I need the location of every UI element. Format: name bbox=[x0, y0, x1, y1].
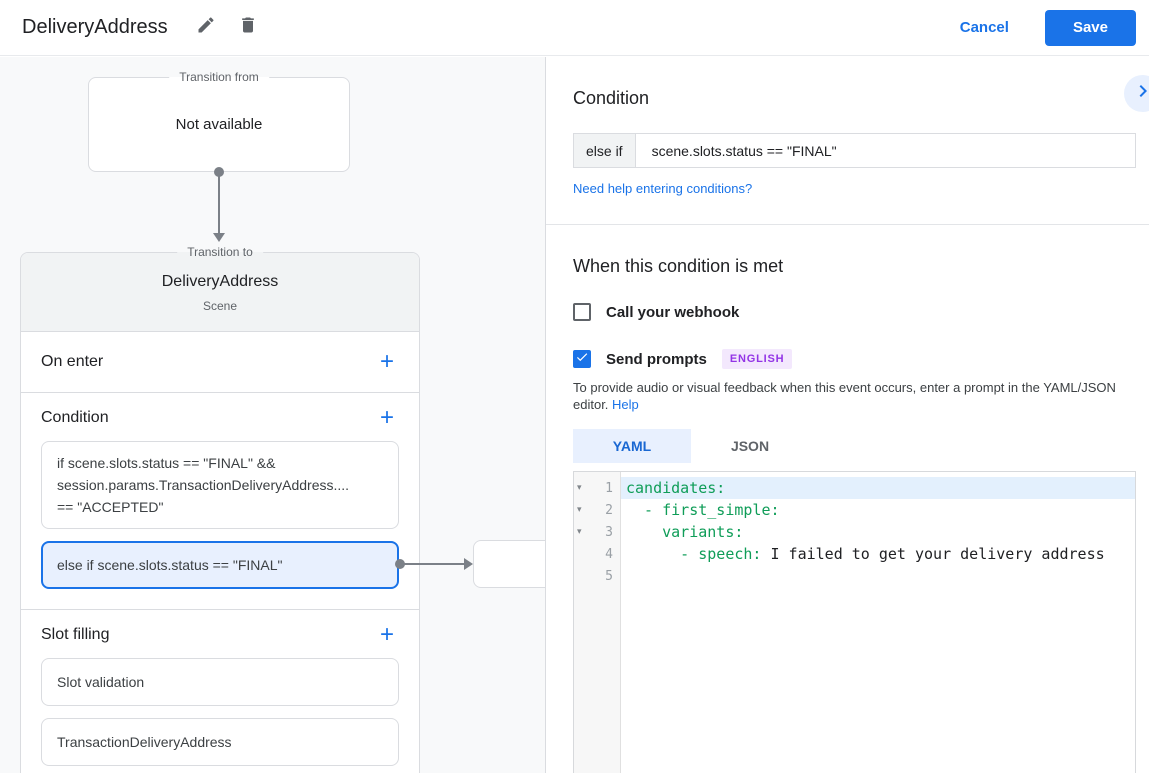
yaml-code-editor: ▾ 1 ▾ 2 ▾ 3 4 bbox=[573, 471, 1136, 773]
fold-arrow-icon[interactable]: ▾ bbox=[577, 504, 582, 515]
line-number: 1 bbox=[605, 480, 613, 496]
yaml-key: - first_simple: bbox=[626, 501, 780, 519]
condition-prefix: else if bbox=[574, 134, 636, 167]
condition-expression-input: else if scene.slots.status == "FINAL" bbox=[573, 133, 1136, 168]
panel-divider bbox=[546, 224, 1149, 225]
condition-line: else if scene.slots.status == "FINAL" bbox=[57, 557, 283, 573]
code-line-3: variants: bbox=[621, 521, 1135, 543]
trash-icon bbox=[238, 15, 258, 40]
language-badge: ENGLISH bbox=[721, 349, 793, 369]
top-header: DeliveryAddress Cancel Save bbox=[0, 0, 1149, 56]
line-number: 2 bbox=[605, 502, 613, 518]
editor-gutter: ▾ 1 ▾ 2 ▾ 3 4 bbox=[574, 472, 621, 773]
fold-arrow-icon[interactable]: ▾ bbox=[577, 482, 582, 493]
slot-filling-label: Slot filling bbox=[41, 626, 110, 643]
gutter-row: ▾ 2 bbox=[574, 499, 620, 521]
on-enter-section: On enter + bbox=[21, 332, 419, 393]
line-number: 5 bbox=[605, 568, 613, 584]
chevron-right-icon bbox=[1131, 79, 1149, 108]
gutter-row: 5 bbox=[574, 565, 620, 587]
cancel-button[interactable]: Cancel bbox=[942, 11, 1027, 44]
fold-arrow-icon[interactable]: ▾ bbox=[577, 526, 582, 537]
webhook-row: Call your webhook bbox=[573, 303, 1136, 321]
add-slot-button[interactable]: + bbox=[379, 621, 394, 648]
editor-hint: To provide audio or visual feedback when… bbox=[573, 379, 1136, 413]
yaml-key: variants: bbox=[626, 523, 744, 541]
collapse-panel-button[interactable] bbox=[1124, 75, 1149, 112]
pencil-icon bbox=[196, 15, 216, 40]
call-webhook-checkbox[interactable] bbox=[573, 303, 591, 321]
call-webhook-label[interactable]: Call your webhook bbox=[606, 303, 740, 321]
condition-label: Condition bbox=[41, 409, 109, 426]
delete-scene-button[interactable] bbox=[236, 16, 260, 40]
condition-line: if scene.slots.status == "FINAL" && bbox=[57, 455, 276, 471]
gutter-row: ▾ 1 bbox=[574, 477, 620, 499]
transition-from-content: Not available bbox=[175, 116, 263, 133]
send-prompts-checkbox[interactable] bbox=[573, 350, 591, 368]
condition-met-title: When this condition is met bbox=[573, 256, 784, 276]
transition-from-label: Transition from bbox=[169, 70, 269, 84]
add-on-enter-button[interactable]: + bbox=[379, 348, 394, 375]
connector-dot-top bbox=[214, 167, 224, 177]
condition-panel: Condition else if scene.slots.status == … bbox=[545, 57, 1149, 773]
add-condition-button[interactable]: + bbox=[379, 404, 394, 431]
save-button[interactable]: Save bbox=[1044, 9, 1136, 46]
condition-item-elseif-selected[interactable]: else if scene.slots.status == "FINAL" bbox=[41, 541, 399, 589]
connector-line-vertical bbox=[218, 172, 220, 234]
help-link[interactable]: Help bbox=[612, 397, 639, 412]
slot-item-validation[interactable]: Slot validation bbox=[41, 658, 399, 706]
condition-line: session.params.TransactionDeliveryAddres… bbox=[57, 477, 350, 493]
gutter-row: ▾ 3 bbox=[574, 521, 620, 543]
scene-node-title: DeliveryAddress bbox=[161, 273, 279, 290]
scene-node-header[interactable]: DeliveryAddress Scene bbox=[21, 253, 419, 332]
connector-line-horizontal bbox=[400, 563, 465, 565]
connector-arrowhead-down bbox=[213, 233, 225, 242]
conditions-help-link[interactable]: Need help entering conditions? bbox=[573, 181, 753, 196]
send-prompts-label[interactable]: Send prompts bbox=[606, 350, 707, 368]
flow-canvas: Transition from Not available Transition… bbox=[0, 57, 545, 773]
tab-json[interactable]: JSON bbox=[730, 438, 770, 454]
on-enter-label: On enter bbox=[41, 353, 104, 370]
page-title: DeliveryAddress bbox=[22, 16, 168, 38]
condition-item-if[interactable]: if scene.slots.status == "FINAL" && sess… bbox=[41, 441, 399, 529]
line-number: 4 bbox=[605, 546, 613, 562]
transition-target-node[interactable] bbox=[473, 540, 545, 588]
gutter-row: 4 bbox=[574, 543, 620, 565]
panel-title: Condition bbox=[573, 88, 650, 108]
edit-scene-button[interactable] bbox=[194, 16, 218, 40]
main-area: Transition from Not available Transition… bbox=[0, 57, 1149, 773]
editor-format-tabs: YAML JSON bbox=[573, 429, 1136, 463]
slot-filling-header: Slot filling + bbox=[41, 622, 399, 648]
editor-hint-text: To provide audio or visual feedback when… bbox=[573, 380, 1116, 412]
tab-yaml[interactable]: YAML bbox=[573, 429, 691, 463]
send-prompts-row: Send prompts ENGLISH bbox=[573, 349, 1136, 369]
code-line-1: candidates: bbox=[621, 477, 1135, 499]
line-number: 3 bbox=[605, 524, 613, 540]
scene-node-subtitle: Scene bbox=[202, 299, 238, 313]
code-line-4: - speech: I failed to get your delivery … bbox=[621, 543, 1135, 565]
scene-node-card: Transition to DeliveryAddress Scene On e… bbox=[20, 245, 420, 773]
transition-to-label: Transition to bbox=[177, 245, 263, 259]
condition-line: == "ACCEPTED" bbox=[57, 499, 164, 515]
condition-value-field[interactable]: scene.slots.status == "FINAL" bbox=[651, 142, 837, 159]
condition-section-header: Condition + bbox=[41, 405, 399, 431]
code-line-2: - first_simple: bbox=[621, 499, 1135, 521]
yaml-key: - speech: bbox=[626, 545, 762, 563]
connector-arrowhead-right bbox=[464, 558, 473, 570]
slot-filling-section: Slot filling + Slot validation Transacti… bbox=[21, 610, 419, 773]
yaml-key: candidates: bbox=[626, 479, 726, 497]
editor-code-area[interactable]: candidates: - first_simple: variants: - … bbox=[621, 472, 1135, 773]
slot-item-transaction-delivery-address[interactable]: TransactionDeliveryAddress bbox=[41, 718, 399, 766]
checkmark-icon bbox=[575, 350, 589, 369]
yaml-value: I failed to get your delivery address bbox=[761, 545, 1105, 563]
transition-from-node: Transition from Not available bbox=[88, 70, 350, 172]
condition-section: Condition + if scene.slots.status == "FI… bbox=[21, 393, 419, 610]
code-line-5 bbox=[621, 565, 1135, 587]
